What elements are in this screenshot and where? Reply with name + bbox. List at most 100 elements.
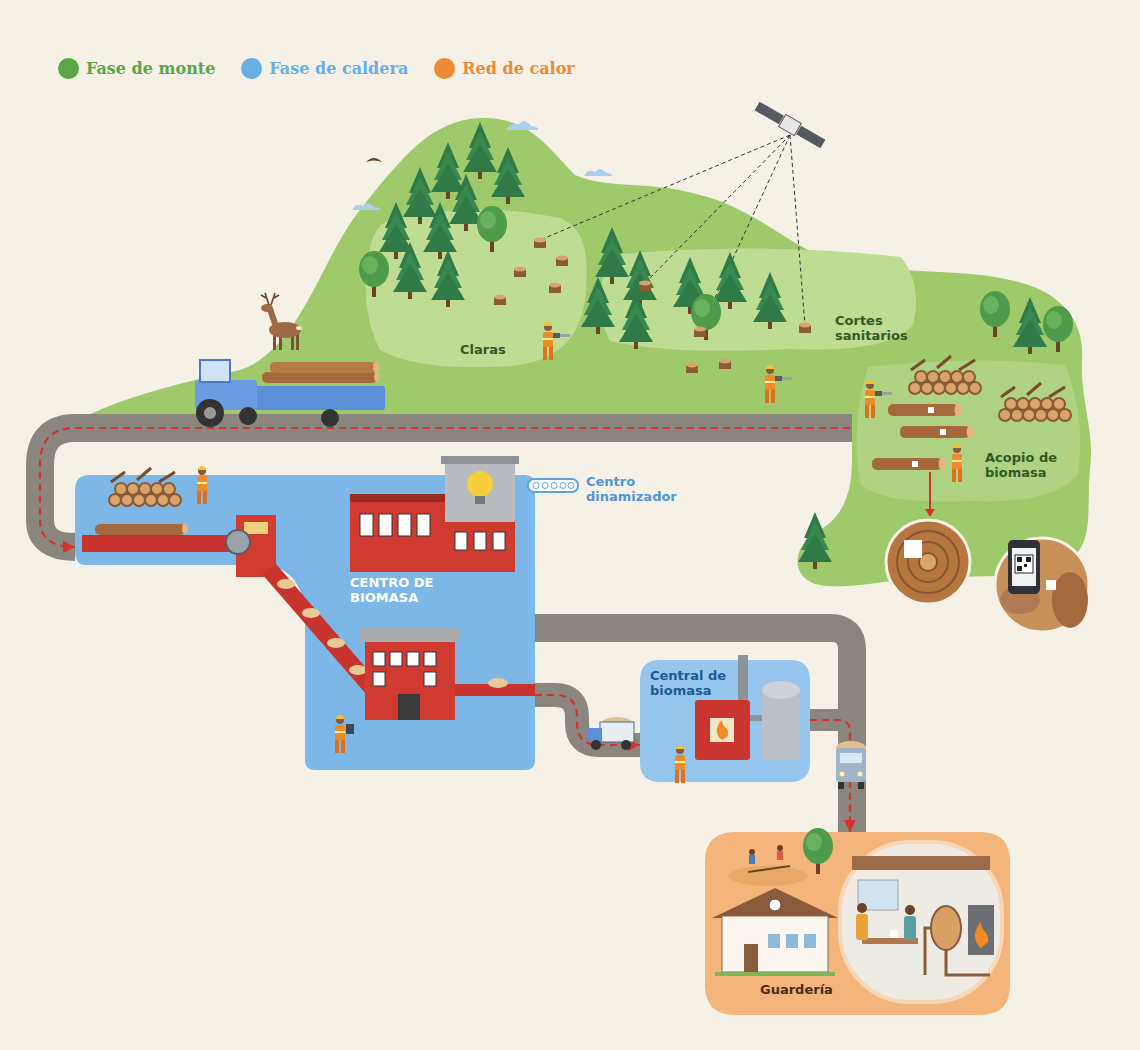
deer — [296, 326, 302, 330]
small-truck — [591, 740, 601, 750]
kindergarten-scene — [768, 934, 780, 948]
chipping-line — [226, 530, 250, 554]
tree-stump — [534, 238, 546, 249]
innovation-building — [467, 471, 493, 497]
innovation-icon — [533, 483, 539, 489]
processing-building — [346, 724, 354, 734]
small-truck — [588, 717, 634, 750]
innovation-building — [474, 532, 486, 550]
log-magnifier — [1024, 564, 1027, 567]
tractor — [200, 360, 230, 382]
small-truck — [621, 740, 631, 750]
log-magnifier — [904, 540, 922, 558]
chipping-line — [182, 524, 188, 534]
kindergarten-scene — [749, 855, 755, 864]
chipping-line — [327, 638, 345, 648]
log-magnifier — [1046, 580, 1056, 590]
tractor — [262, 372, 377, 383]
chipping-line — [244, 522, 268, 534]
kindergarten-scene — [777, 845, 783, 851]
log-magnifier — [1012, 548, 1036, 586]
forest — [980, 291, 1010, 337]
deer — [261, 293, 302, 350]
region-outline — [705, 832, 1010, 1015]
big-truck — [836, 748, 866, 782]
road — [40, 428, 852, 832]
chipping-line — [95, 524, 185, 535]
tractor — [321, 409, 339, 427]
kindergarten-scene — [931, 906, 961, 950]
processing-building — [407, 652, 419, 666]
satellite — [754, 100, 827, 150]
region-shape — [856, 360, 1080, 501]
bird — [366, 158, 382, 162]
legend-item: Red de calor — [434, 58, 574, 79]
satellite — [779, 114, 802, 135]
legend: Fase de monte Fase de caldera Red de calor — [58, 58, 575, 79]
kindergarten-scene — [715, 972, 835, 976]
tractor — [255, 386, 385, 410]
area-label: Acopio de biomasa — [985, 450, 1069, 480]
kindergarten-scene — [975, 922, 988, 948]
tag-leader — [929, 472, 931, 510]
road — [535, 695, 640, 745]
innovation-building — [360, 514, 373, 536]
innovation-icon — [542, 483, 548, 489]
log-magnifier — [897, 531, 959, 593]
satellite — [755, 102, 784, 125]
cloud — [506, 121, 538, 130]
innovation-building — [441, 456, 519, 464]
cloud — [352, 121, 612, 210]
thinning-area: Claras — [360, 200, 590, 370]
log-magnifier — [1017, 566, 1022, 571]
worker — [775, 376, 792, 381]
tree-stump — [719, 359, 731, 370]
kindergarten-scene — [856, 914, 868, 940]
region-outline — [850, 355, 1085, 505]
chipping-line — [302, 608, 320, 618]
big-truck — [858, 772, 863, 777]
processing-building — [365, 642, 455, 720]
legend-text: Fase de monte — [86, 59, 215, 79]
tractor — [374, 372, 380, 382]
boiler-plant — [750, 715, 762, 721]
road — [535, 628, 852, 832]
region-shape — [640, 660, 810, 782]
chipping-line — [277, 579, 295, 589]
big-truck — [858, 782, 864, 789]
forest — [491, 147, 525, 204]
forest — [403, 167, 437, 224]
kindergarten-scene — [840, 842, 1002, 1002]
kindergarten-scene — [744, 944, 758, 972]
satellite — [796, 126, 825, 149]
boiler-plant — [695, 700, 750, 760]
processing-building — [360, 628, 460, 642]
innovation-building — [379, 514, 392, 536]
kindergarten-scene — [769, 899, 781, 911]
wood-pile — [109, 468, 181, 506]
innovation-building — [350, 456, 519, 572]
innovation-building — [455, 532, 467, 550]
processing-building — [398, 694, 420, 720]
tractor — [204, 407, 216, 419]
processing-building — [373, 672, 385, 686]
big-truck — [840, 772, 845, 777]
processing-building — [390, 652, 402, 666]
legend-item: Fase de caldera — [241, 58, 408, 79]
sanitary-cut-area: Cortes sanitarios — [590, 245, 921, 353]
innovation-building — [417, 514, 430, 536]
innovation-building — [350, 502, 446, 572]
legend-text: Fase de caldera — [269, 59, 408, 79]
big-truck — [838, 782, 844, 789]
kindergarten-scene — [722, 916, 828, 972]
biomass-center: CENTRO DE BIOMASA — [75, 470, 535, 775]
log-magnifier — [1017, 557, 1022, 562]
region-title: CENTRO DE BIOMASA — [350, 575, 470, 605]
flow-connector — [535, 695, 640, 745]
legend-swatch — [241, 58, 262, 79]
boiler-plant — [710, 718, 734, 742]
kindergarten-scene — [749, 849, 755, 855]
log-magnifier — [1052, 572, 1088, 628]
kindergarten-scene — [786, 934, 798, 948]
